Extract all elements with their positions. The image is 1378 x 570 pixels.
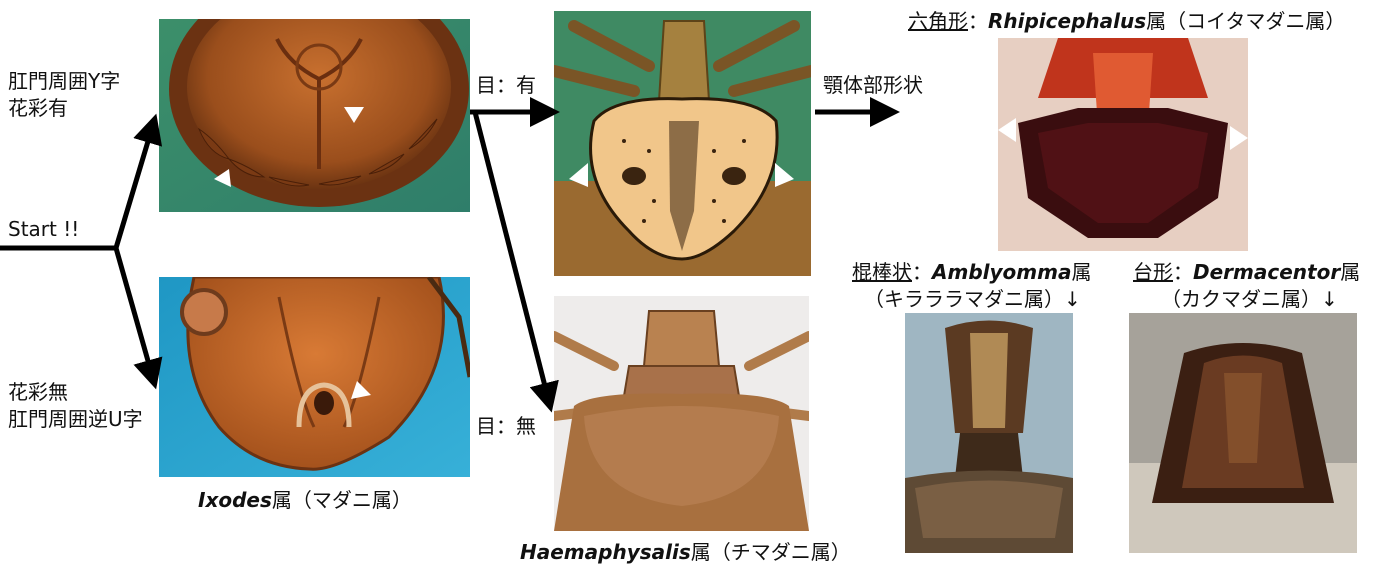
photo-ixodes [159, 277, 470, 477]
rhipicephalus-sep: ： [968, 9, 988, 33]
amblyomma-suffix: 属 [1071, 260, 1091, 284]
branch-bottom-line2: 肛門周囲逆U字 [8, 406, 143, 433]
haemaphysalis-caption: Haemaphysalis属（チマダニ属） [520, 539, 851, 566]
amblyomma-genus: Amblyomma [932, 260, 1071, 284]
photo-rhipicephalus [998, 38, 1248, 251]
arrow-to-ixodes [116, 248, 152, 375]
amblyomma-sep: ： [912, 260, 932, 284]
dermacentor-suffix: 属 [1340, 260, 1360, 284]
dermacentor-caption: 台形：Dermacentor属 （カクマダニ属）↓ [1133, 259, 1360, 313]
photo-eyes-present [554, 11, 811, 276]
amblyomma-caption: 棍棒状：Amblyomma属 （キラララマダニ属）↓ [852, 259, 1091, 313]
ixodes-genus: Ixodes [198, 488, 272, 512]
capitulum-label: 顎体部形状 [823, 72, 923, 99]
dermacentor-line2: （カクマダニ属）↓ [1133, 286, 1360, 313]
dermacentor-sep: ： [1173, 260, 1193, 284]
rhipicephalus-suffix: 属（コイタマダニ属） [1146, 9, 1345, 33]
rhipicephalus-genus: Rhipicephalus [988, 9, 1146, 33]
dermacentor-shape: 台形 [1133, 260, 1173, 284]
rhipicephalus-shape: 六角形 [908, 9, 968, 33]
branch-bottom-line1: 花彩無 [8, 379, 143, 406]
photo-haemaphysalis [554, 296, 809, 531]
branch-bottom-label: 花彩無 肛門周囲逆U字 [8, 379, 143, 433]
photo-y-anal-groove [159, 19, 470, 212]
eyes-yes-label: 目：有 [476, 72, 536, 99]
photo-amblyomma [905, 313, 1073, 553]
branch-top-label: 肛門周囲Y字 花彩有 [8, 68, 120, 122]
haemaphysalis-genus: Haemaphysalis [520, 540, 691, 564]
amblyomma-line2: （キラララマダニ属）↓ [852, 286, 1091, 313]
branch-top-line2: 花彩有 [8, 95, 120, 122]
photo-dermacentor [1129, 313, 1357, 553]
arrow-to-y-groove [116, 128, 152, 248]
haemaphysalis-suffix: 属（チマダニ属） [691, 540, 851, 564]
rhipicephalus-caption: 六角形：Rhipicephalus属（コイタマダニ属） [908, 8, 1345, 35]
arrow-eyes-no [475, 112, 548, 398]
ixodes-caption: Ixodes属（マダニ属） [198, 487, 412, 514]
amblyomma-shape: 棍棒状 [852, 260, 912, 284]
ixodes-suffix: 属（マダニ属） [272, 488, 412, 512]
dermacentor-genus: Dermacentor [1193, 260, 1340, 284]
start-label: Start !! [8, 216, 79, 243]
branch-top-line1: 肛門周囲Y字 [8, 68, 120, 95]
eyes-no-label: 目：無 [476, 413, 536, 440]
